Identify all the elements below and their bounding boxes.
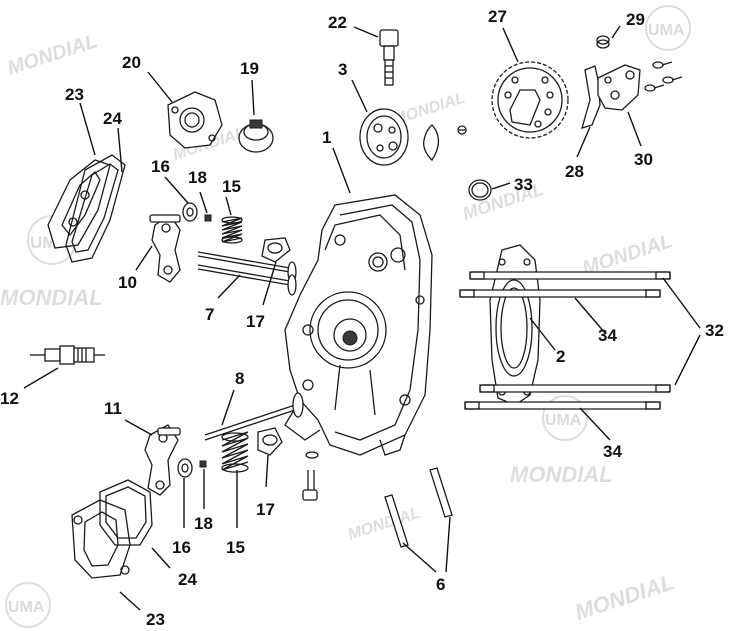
callout-18-upper: 18 xyxy=(188,168,207,187)
spark-plug xyxy=(30,345,105,365)
callout-12: 12 xyxy=(0,389,19,408)
callout-6: 6 xyxy=(436,575,445,594)
watermark-text: MONDIAL xyxy=(346,505,422,544)
tensioner-bolts xyxy=(644,61,683,92)
spring-clip xyxy=(596,35,610,49)
rocker-arm-lower xyxy=(144,424,181,496)
valve-retainer-upper xyxy=(182,202,212,222)
callout-28: 28 xyxy=(565,162,584,181)
leader-lines xyxy=(23,25,701,611)
callout-30: 30 xyxy=(634,150,653,169)
callout-11: 11 xyxy=(104,399,122,418)
valve-cover-upper xyxy=(47,159,111,249)
valve-seal-upper xyxy=(261,237,291,263)
watermark-text: MONDIAL xyxy=(5,30,101,80)
valve-upper xyxy=(197,251,297,296)
valve-seal-lower xyxy=(257,427,283,456)
callout-1: 1 xyxy=(322,128,331,147)
valve-cover-gasket-upper xyxy=(65,154,126,263)
valve-cover-lower xyxy=(71,499,131,579)
oil-pump xyxy=(359,108,409,166)
callout-29: 29 xyxy=(626,10,645,29)
thermostat xyxy=(238,119,274,153)
parts xyxy=(30,29,683,579)
callout-15-lower: 15 xyxy=(226,538,245,557)
callout-10: 10 xyxy=(118,273,137,292)
valve-cover-gasket-lower xyxy=(99,479,153,546)
callout-24-upper: 24 xyxy=(103,109,122,128)
callout-34-upper: 34 xyxy=(598,326,617,345)
cam-sprocket xyxy=(491,61,569,139)
callout-19: 19 xyxy=(240,59,259,78)
uma-logo-watermark: UMA xyxy=(5,582,51,628)
crankcase-half xyxy=(284,194,433,456)
cylinder-gasket xyxy=(489,244,541,406)
rocker-arm-upper xyxy=(149,214,181,283)
chain-tensioner xyxy=(581,64,641,129)
watermark-text: MONDIAL xyxy=(510,462,613,487)
temperature-sensor xyxy=(379,29,399,86)
callout-32: 32 xyxy=(705,321,724,340)
drain-bolt xyxy=(302,451,319,501)
svg-text:UMA: UMA xyxy=(545,412,582,429)
callout-16-upper: 16 xyxy=(151,157,170,176)
callout-16-lower: 16 xyxy=(172,538,191,557)
callout-labels: 1 2 3 6 7 8 10 11 12 15 15 16 16 17 17 1… xyxy=(0,7,724,629)
callout-24-lower: 24 xyxy=(178,570,197,589)
valve-retainer-lower xyxy=(177,458,207,478)
callout-18-lower: 18 xyxy=(194,514,213,533)
callout-23-upper: 23 xyxy=(65,85,84,104)
valve-lower xyxy=(204,392,304,441)
valve-spring-lower xyxy=(221,431,249,473)
callout-17-upper: 17 xyxy=(246,312,265,331)
thermostat-housing xyxy=(167,91,223,149)
svg-text:UMA: UMA xyxy=(648,22,685,39)
callout-33: 33 xyxy=(514,175,533,194)
uma-logo-watermark: UMA xyxy=(645,5,691,51)
callout-8: 8 xyxy=(235,369,244,388)
callout-3: 3 xyxy=(338,60,347,79)
callout-7: 7 xyxy=(205,305,214,324)
watermark-text: MONDIAL xyxy=(572,569,677,624)
callout-23-lower: 23 xyxy=(146,610,165,629)
half-moon-seal xyxy=(423,124,467,162)
uma-logo-watermark: UMA xyxy=(542,395,588,441)
o-ring xyxy=(468,179,492,201)
dowel-pins xyxy=(384,467,453,548)
watermark-text: MONDIAL xyxy=(0,285,103,310)
callout-2: 2 xyxy=(556,347,565,366)
callout-17-lower: 17 xyxy=(256,500,275,519)
callout-15-upper: 15 xyxy=(222,177,241,196)
callout-34-lower: 34 xyxy=(603,442,622,461)
callout-27: 27 xyxy=(488,7,507,26)
callout-20: 20 xyxy=(122,53,141,72)
valve-spring-upper xyxy=(221,216,243,244)
callout-22: 22 xyxy=(328,13,347,32)
cylinder-studs xyxy=(459,271,671,410)
svg-text:UMA: UMA xyxy=(8,599,45,616)
